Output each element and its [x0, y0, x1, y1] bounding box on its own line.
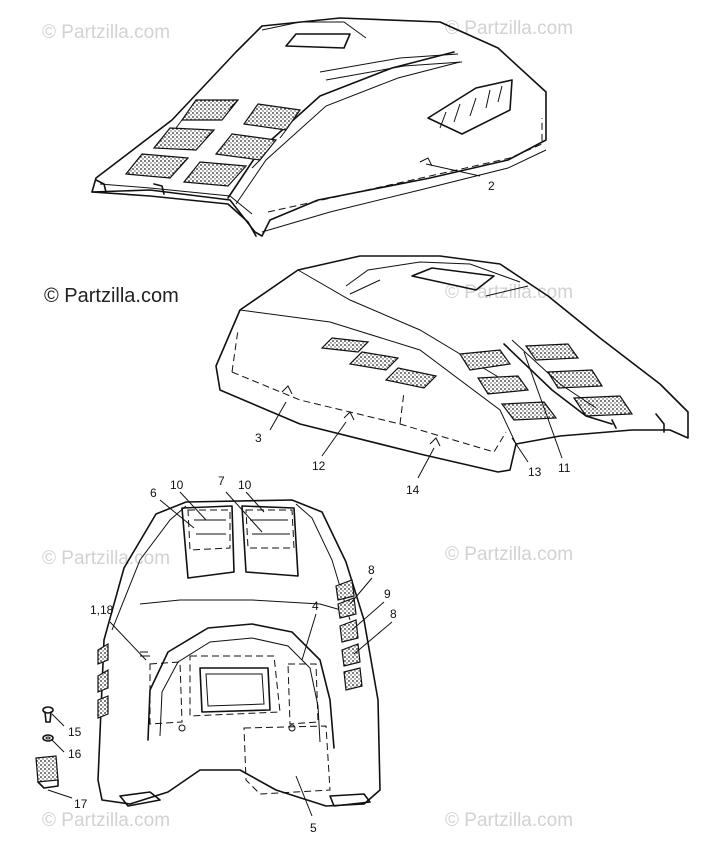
callout-4: 4 [312, 599, 319, 613]
callout-6: 6 [150, 486, 157, 500]
callout-1-18: 1,18 [90, 603, 114, 617]
fastener-parts-group [35, 706, 59, 789]
callout-7: 7 [218, 474, 225, 488]
callout-17: 17 [74, 797, 88, 811]
hood-assembly-underside-view [97, 499, 381, 807]
callout-2: 2 [488, 179, 495, 193]
hood-underside-side-louvers [335, 579, 363, 691]
watermark-mid-right-upper: © Partzilla.com [445, 282, 574, 303]
callout-14: 14 [406, 483, 420, 497]
callout-15: 15 [68, 725, 82, 739]
callout-numbers: 2 3 12 14 13 11 6 10 7 10 8 9 8 4 1,18 1… [68, 179, 571, 835]
hood-side-louver-grilles [320, 337, 634, 421]
hood-top-louver-grilles [124, 99, 302, 187]
watermark-bottom-right: © Partzilla.com [445, 810, 574, 831]
watermark-top-right: © Partzilla.com [445, 18, 574, 39]
washer-part-16 [42, 734, 54, 742]
callout-16: 16 [68, 747, 82, 761]
callout-13: 13 [528, 465, 542, 479]
callout-3: 3 [255, 431, 262, 445]
callout-9: 9 [384, 587, 391, 601]
hood-assembly-side-view [215, 255, 689, 473]
hood-underside-top-grilles [181, 505, 299, 579]
hood-assembly-top-view [91, 17, 547, 237]
watermark-mid-right: © Partzilla.com [445, 544, 574, 565]
callout-10-right: 10 [238, 478, 252, 492]
mesh-screen-part-17 [35, 755, 59, 789]
callout-10-left: 10 [170, 478, 184, 492]
watermark-bottom-left: © Partzilla.com [42, 810, 171, 831]
screw-part-15 [42, 706, 54, 723]
watermark-top-left: © Partzilla.com [42, 22, 171, 43]
callout-5: 5 [310, 821, 317, 835]
callout-11: 11 [558, 461, 571, 475]
callout-12: 12 [312, 459, 326, 473]
callout-leader-lines [47, 163, 563, 817]
callout-8-upper: 8 [368, 563, 375, 577]
callout-8-lower: 8 [390, 607, 397, 621]
watermark-main: © Partzilla.com [44, 285, 179, 307]
